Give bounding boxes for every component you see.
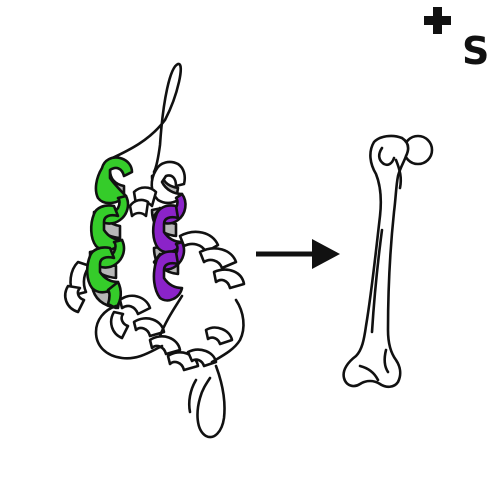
protein-loop-bottom xyxy=(196,364,226,439)
purple-helix-white xyxy=(128,160,187,218)
femur-shaft xyxy=(342,134,410,389)
green-helix xyxy=(85,156,134,310)
protein-loop-bottom-inner xyxy=(187,378,198,414)
protein-helix-icon xyxy=(64,62,246,439)
femur-bone-icon xyxy=(342,134,434,389)
right-arrow-icon xyxy=(256,239,340,269)
purple-helix xyxy=(151,192,187,302)
femur-condyle-line-2 xyxy=(383,348,390,374)
logo-letter: S xyxy=(462,29,489,73)
protein-back-coils xyxy=(64,230,246,372)
plus-s-logo-icon: S xyxy=(424,7,489,73)
protein-loop-right xyxy=(210,298,245,364)
femur-shaft-line xyxy=(370,228,384,334)
femur-neck-line xyxy=(394,158,403,190)
femur-trochanter xyxy=(377,146,396,167)
protein-loop-center xyxy=(158,294,184,338)
protein-loop-top xyxy=(106,62,182,174)
femur-condyle-line xyxy=(358,364,380,382)
protein-loop-left xyxy=(94,304,164,360)
logo-plus-vertical xyxy=(433,7,442,34)
